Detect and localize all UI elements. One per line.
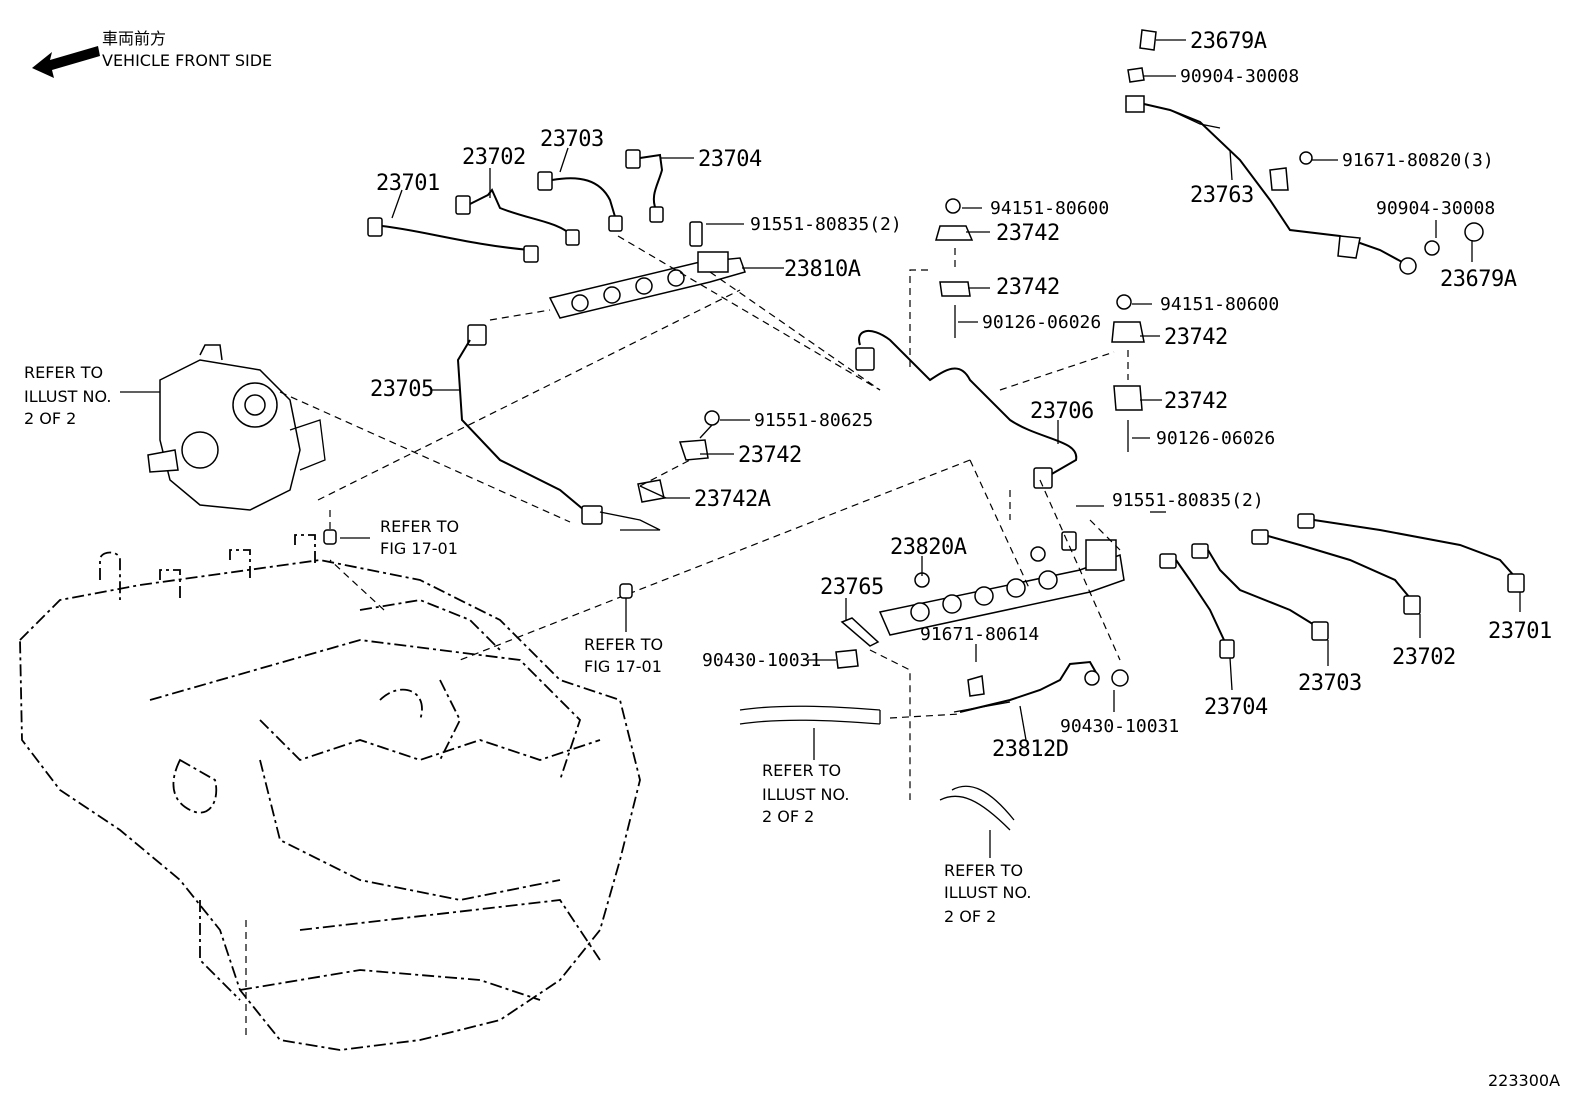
leader-lines <box>120 39 1521 858</box>
svg-text:ILLUST NO.: ILLUST NO. <box>762 785 849 804</box>
part-94151-80600-mid: 94151-80600 <box>1160 294 1279 315</box>
svg-text:2 OF 2: 2 OF 2 <box>762 807 814 826</box>
injection-pipe-23703-top <box>537 171 623 232</box>
note-refer-fig-2: REFER TO FIG 17-01 <box>584 635 663 676</box>
note-refer-illust-mid: REFER TO ILLUST NO. 2 OF 2 <box>762 761 849 826</box>
part-23703-bottom: 23703 <box>1298 671 1362 696</box>
common-rail-23810A <box>548 221 746 319</box>
part-90904-30008-right: 90904-30008 <box>1376 198 1495 219</box>
pipe-23706 <box>855 330 1078 489</box>
part-23706: 23706 <box>1030 399 1094 424</box>
svg-text:REFER TO: REFER TO <box>24 363 103 382</box>
svg-text:REFER TO: REFER TO <box>584 635 663 654</box>
pipe-23812D <box>953 660 1129 713</box>
part-23702-top: 23702 <box>462 145 526 170</box>
engine-block-outline <box>19 534 641 1051</box>
svg-text:ILLUST NO.: ILLUST NO. <box>944 883 1031 902</box>
injection-pipe-23704-bottom <box>1159 553 1235 659</box>
valve-23765 <box>835 617 880 669</box>
injection-pipe-23701-top <box>367 217 539 263</box>
part-23679A-right: 23679A <box>1440 267 1517 292</box>
part-23765: 23765 <box>820 575 884 600</box>
note-refer-illust-bottom: REFER TO ILLUST NO. 2 OF 2 <box>944 861 1031 926</box>
figure-code: 223300A <box>1488 1071 1560 1090</box>
part-23812D: 23812D <box>992 737 1068 762</box>
bracket-stack-mid <box>1111 294 1145 452</box>
svg-text:REFER TO: REFER TO <box>944 861 1023 880</box>
part-90126-06026-top: 90126-06026 <box>982 312 1101 333</box>
note-refer-fig-1: REFER TO FIG 17-01 <box>380 517 459 558</box>
part-91551-80625: 91551-80625 <box>754 410 873 431</box>
part-23704-top: 23704 <box>698 147 762 172</box>
injection-pipe-23702-bottom <box>1251 529 1421 615</box>
part-91671-80820: 91671-80820(3) <box>1342 150 1494 171</box>
fitting-plug-1 <box>323 529 337 545</box>
part-23702-bottom: 23702 <box>1392 645 1456 670</box>
part-23704-bottom: 23704 <box>1204 695 1268 720</box>
part-23820A: 23820A <box>890 535 967 560</box>
part-91551-80835-top: 91551-80835(2) <box>750 214 902 235</box>
part-23810A: 23810A <box>784 257 861 282</box>
note-refer-illust-left: REFER TO ILLUST NO. 2 OF 2 <box>24 363 111 428</box>
svg-text:2 OF 2: 2 OF 2 <box>944 907 996 926</box>
part-90430-10031-left: 90430-10031 <box>702 650 821 671</box>
part-94151-80600-top: 94151-80600 <box>990 198 1109 219</box>
front-arrow-icon <box>32 46 100 78</box>
part-23742A: 23742A <box>694 487 771 512</box>
part-23705: 23705 <box>370 377 434 402</box>
part-23742-d: 23742 <box>1164 389 1228 414</box>
common-rail-23820A <box>878 531 1125 636</box>
part-90430-10031-right: 90430-10031 <box>1060 716 1179 737</box>
hose-bottom <box>939 785 1015 831</box>
part-23742-b: 23742 <box>996 275 1060 300</box>
part-23742-a: 23742 <box>996 221 1060 246</box>
part-23679A-top: 23679A <box>1190 29 1267 54</box>
svg-text:ILLUST NO.: ILLUST NO. <box>24 387 111 406</box>
injection-pipe-23702-top <box>455 188 580 246</box>
part-91551-80835-mid: 91551-80835(2) <box>1112 490 1264 511</box>
svg-text:FIG 17-01: FIG 17-01 <box>584 657 662 676</box>
fitting-plug-2 <box>619 583 633 599</box>
part-23703-top: 23703 <box>540 127 604 152</box>
injection-pipe-23703-bottom <box>1191 543 1329 641</box>
pipe-23705 <box>456 324 661 531</box>
svg-text:2 OF 2: 2 OF 2 <box>24 409 76 428</box>
part-23701-top: 23701 <box>376 171 440 196</box>
bracket-stack-top <box>935 198 974 338</box>
part-91671-80614: 91671-80614 <box>920 624 1039 645</box>
injection-pipe-23701-bottom <box>1297 513 1525 593</box>
svg-text:FIG 17-01: FIG 17-01 <box>380 539 458 558</box>
leak-pipe-23763 <box>1125 29 1484 275</box>
part-90126-06026-mid: 90126-06026 <box>1156 428 1275 449</box>
part-23763: 23763 <box>1190 183 1254 208</box>
svg-text:REFER TO: REFER TO <box>380 517 459 536</box>
hose-left <box>739 705 881 725</box>
part-23742-e: 23742 <box>738 443 802 468</box>
direction-label-jp: 車両前方 <box>102 29 166 48</box>
part-90904-30008-top: 90904-30008 <box>1180 66 1299 87</box>
connection-lines <box>245 235 1129 1040</box>
supply-pump <box>147 344 326 511</box>
part-23701-bottom: 23701 <box>1488 619 1552 644</box>
injection-pipe-23704-top <box>625 149 664 223</box>
direction-label-en: VEHICLE FRONT SIDE <box>102 51 272 70</box>
svg-text:REFER TO: REFER TO <box>762 761 841 780</box>
part-23742-c: 23742 <box>1164 325 1228 350</box>
